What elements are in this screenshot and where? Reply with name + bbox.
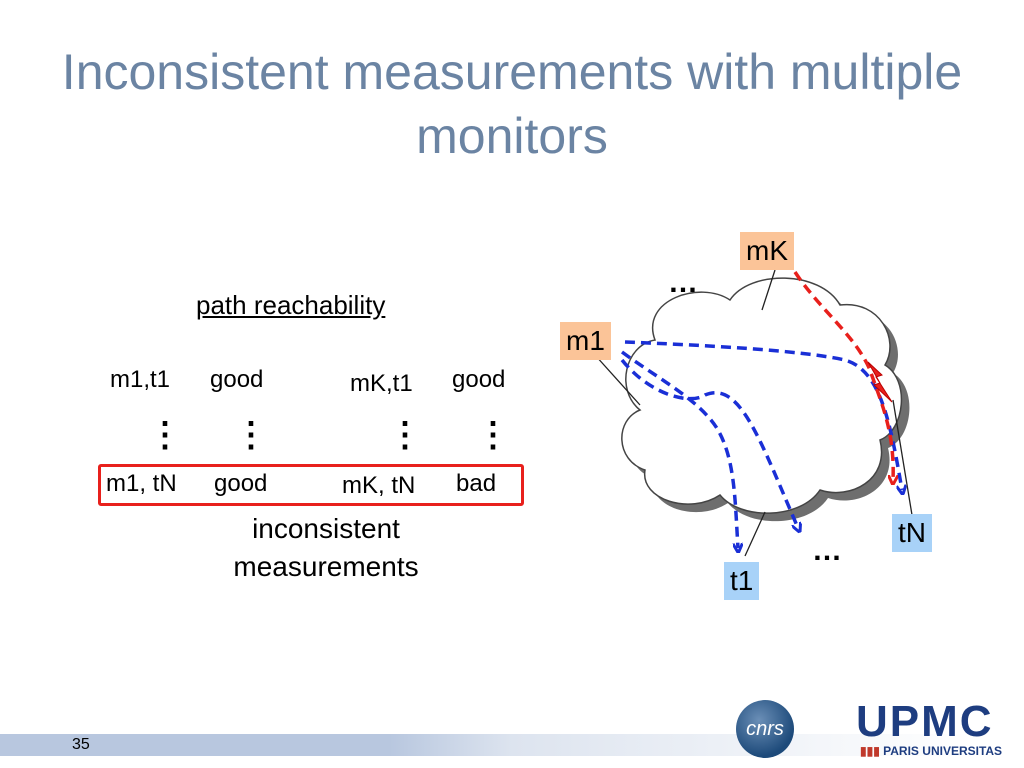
table-heading: path reachability <box>196 290 386 320</box>
monitor-mK: mK <box>740 232 794 270</box>
link-m1 <box>594 354 641 406</box>
ellipsis-targets: … <box>812 534 842 567</box>
ellipsis-monitors: … <box>668 266 698 299</box>
network-cloud <box>621 277 903 514</box>
link-mK <box>761 269 776 311</box>
target-t1: t1 <box>724 562 760 600</box>
ellipsis-vertical: ⋮ <box>388 416 422 454</box>
status-m1-t1: good <box>210 366 264 393</box>
status-mK-tN: bad <box>456 470 497 497</box>
pair-mK-tN: mK, tN <box>342 472 416 499</box>
ellipsis-vertical: ⋮ <box>476 416 510 454</box>
monitor-m1: m1 <box>560 322 611 360</box>
status-m1-tN: good <box>214 470 268 497</box>
target-tN: tN <box>892 514 932 552</box>
link-tN <box>892 399 913 516</box>
pair-m1-t1: m1,t1 <box>110 366 171 393</box>
failure-lightning-icon <box>867 361 893 403</box>
ellipsis-vertical: ⋮ <box>148 416 182 454</box>
cnrs-logo: cnrs <box>736 700 794 758</box>
page-number: 35 <box>72 736 90 753</box>
upmc-subtitle-text: PARIS UNIVERSITAS <box>883 744 1003 758</box>
status-mK-t1: good <box>452 366 506 393</box>
caption-inconsistent-measurements: inconsistent measurements <box>233 513 419 582</box>
link-t1 <box>744 511 766 557</box>
slide-title: Inconsistent measurements with multiple … <box>61 44 963 164</box>
path-m1-t1-a <box>620 350 738 548</box>
pair-m1-tN: m1, tN <box>106 470 177 497</box>
upmc-mark-icon: ▮▮▮ <box>860 744 884 758</box>
ellipsis-vertical: ⋮ <box>234 416 268 454</box>
path-mK-tN-bad <box>793 271 893 480</box>
upmc-subtitle: ▮▮▮ PARIS UNIVERSITAS <box>860 744 1002 758</box>
path-m1-t1-b <box>620 358 798 528</box>
pair-mK-t1: mK,t1 <box>350 370 413 397</box>
upmc-logo: UPMC <box>856 697 994 746</box>
inconsistency-highlight-box <box>98 464 524 506</box>
